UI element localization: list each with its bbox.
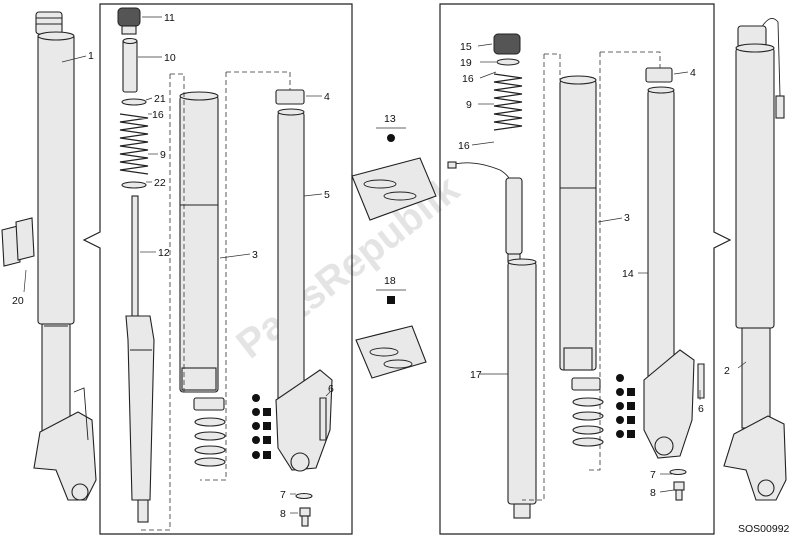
callout-18: 18 xyxy=(384,275,396,287)
callout-7-left: 7 xyxy=(280,489,286,501)
washer-22 xyxy=(121,181,147,189)
callout-21: 21 xyxy=(154,93,166,105)
callout-3-left: 3 xyxy=(252,249,258,261)
callout-15: 15 xyxy=(460,41,472,53)
outer-tube-17 xyxy=(507,258,537,519)
seal-kit-13 xyxy=(351,127,437,221)
leader-lines xyxy=(23,16,747,514)
callout-13: 13 xyxy=(384,113,396,125)
outer-tube-14 xyxy=(643,86,695,459)
callout-20: 20 xyxy=(12,295,24,307)
callout-3-right: 3 xyxy=(624,212,630,224)
kit-markers-left xyxy=(252,394,271,459)
spring-left xyxy=(119,113,149,175)
washer-21 xyxy=(121,98,147,106)
cap-4-right xyxy=(645,67,673,83)
callout-1: 1 xyxy=(88,50,94,62)
callout-7-right: 7 xyxy=(650,469,656,481)
diagram-code: SOS00992 xyxy=(738,523,790,535)
outer-tube-5 xyxy=(275,108,333,472)
callout-4-right: 4 xyxy=(690,67,696,79)
callout-5: 5 xyxy=(324,189,330,201)
callout-9-right: 9 xyxy=(466,99,472,111)
callout-12: 12 xyxy=(158,247,170,259)
spring-right xyxy=(493,73,523,131)
inner-tube-right xyxy=(559,75,597,371)
outer-fork-tube-left xyxy=(33,11,97,501)
callout-17: 17 xyxy=(470,369,482,381)
callout-6-left: 6 xyxy=(328,383,334,395)
screw-6-left xyxy=(319,397,327,441)
inner-tube-left xyxy=(179,91,219,393)
screw-6-right xyxy=(697,363,705,399)
spacer-tube-left xyxy=(122,37,138,93)
top-cap-left xyxy=(117,7,141,35)
callout-16-left: 16 xyxy=(152,109,164,121)
callout-22: 22 xyxy=(154,177,166,189)
callout-16-right-upper: 16 xyxy=(462,73,474,85)
callout-6-right: 6 xyxy=(698,403,704,415)
bushings-left xyxy=(193,397,226,467)
bolt-8-left xyxy=(299,507,311,527)
seal-kit-18 xyxy=(355,289,427,379)
callout-8-right: 8 xyxy=(650,487,656,499)
callout-16-right-lower: 16 xyxy=(458,140,470,152)
callout-10: 10 xyxy=(164,52,176,64)
washer-7-right xyxy=(669,468,687,476)
callout-14: 14 xyxy=(622,268,634,280)
bolt-8-right xyxy=(673,481,685,501)
slider-pads xyxy=(1,217,35,267)
callout-11: 11 xyxy=(164,12,175,24)
callout-4-left: 4 xyxy=(324,91,330,103)
right-panel-frame xyxy=(439,3,732,535)
washer-19 xyxy=(496,58,520,66)
left-panel-frame xyxy=(82,3,353,535)
callout-8-left: 8 xyxy=(280,508,286,520)
callout-19: 19 xyxy=(460,57,472,69)
top-cap-right xyxy=(493,33,521,55)
callout-numbers: 1 2 3 3 4 4 5 6 6 7 7 8 8 9 9 10 11 12 1… xyxy=(12,12,730,520)
kit-markers-right xyxy=(616,374,635,438)
callout-9-left: 9 xyxy=(160,149,166,161)
washer-7-left xyxy=(295,492,313,500)
bushings-right xyxy=(571,377,604,447)
cap-4-left xyxy=(275,89,305,105)
damper-rod xyxy=(125,195,155,523)
cartridge-right xyxy=(505,177,523,263)
outer-fork-tube-right xyxy=(723,17,787,501)
callout-2: 2 xyxy=(724,365,730,377)
